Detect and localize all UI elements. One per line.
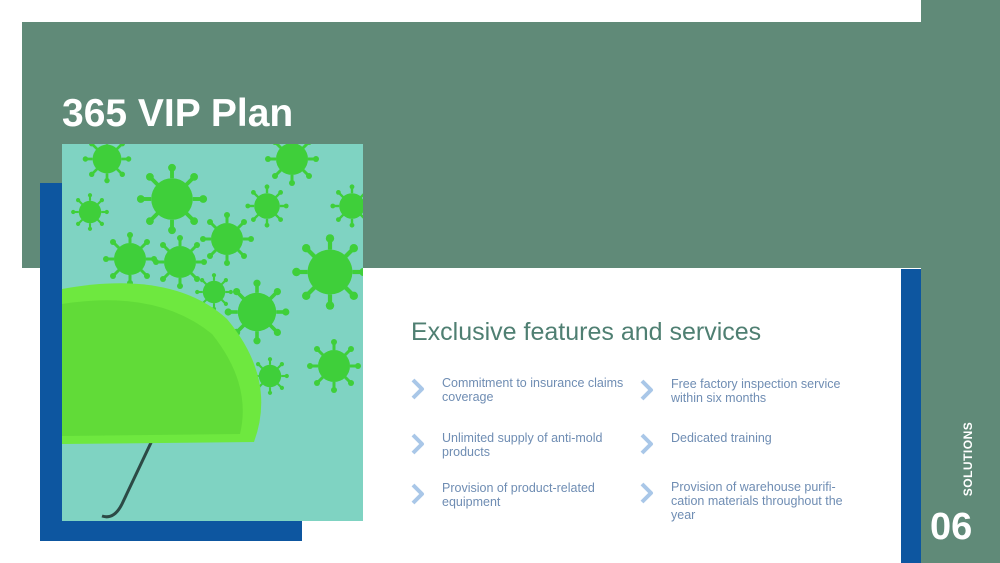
umbrella-virus-image (62, 144, 363, 521)
feature-text: Provision of warehouse purifi-cation mat… (671, 480, 843, 522)
feature-text: Unlimited supply of anti-mold products (442, 431, 603, 459)
feature-text: Free factory inspection service within s… (671, 377, 841, 405)
chevron-right-icon (411, 378, 424, 400)
feature-text: Commitment to insurance claims coverage (442, 376, 624, 404)
accent-block-right (901, 269, 921, 563)
side-strip (921, 0, 1000, 563)
chevron-right-icon (411, 483, 424, 505)
chevron-right-icon (640, 482, 653, 504)
chevron-right-icon (411, 433, 424, 455)
features-heading: Exclusive features and services (411, 318, 762, 346)
chevron-right-icon (640, 379, 653, 401)
page-number: 06 (930, 506, 973, 548)
chevron-right-icon (640, 433, 653, 455)
feature-text: Provision of product-related equipment (442, 481, 595, 509)
slide-title: 365 VIP Plan (62, 92, 294, 135)
section-label: SOLUTIONS (961, 420, 975, 498)
section-label-text: SOLUTIONS (961, 421, 975, 497)
feature-text: Dedicated training (671, 431, 772, 445)
